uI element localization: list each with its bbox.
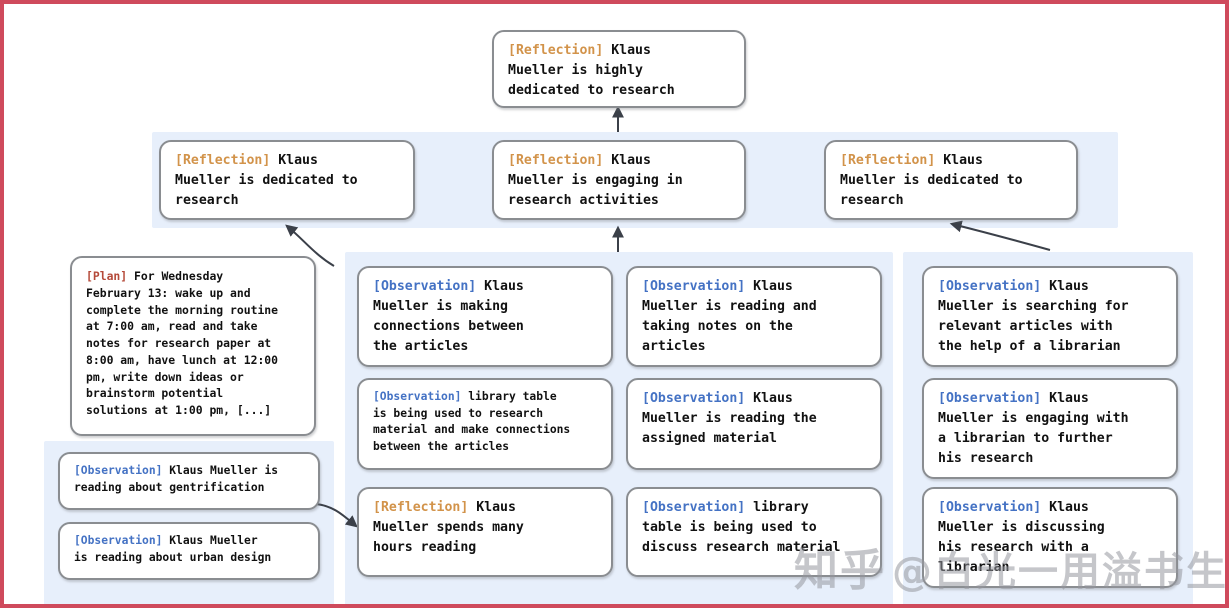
node-observation-discuss-material[interactable]: [Observation] library table is being use… — [626, 487, 882, 577]
node-text: Klaus Mueller is reading and taking note… — [642, 279, 817, 355]
node-observation-urban-design[interactable]: [Observation] Klaus Mueller is reading a… — [58, 522, 320, 580]
node-tag: [Observation] — [938, 279, 1042, 294]
node-text: Klaus Mueller is making connections betw… — [373, 279, 524, 355]
node-text: Klaus Mueller is discussing his research… — [938, 500, 1105, 576]
node-text: Klaus Mueller is reading about urban des… — [74, 534, 272, 564]
node-observation-assigned-material[interactable]: [Observation] Klaus Mueller is reading t… — [626, 378, 882, 470]
node-reflection-center[interactable]: [Reflection] Klaus Mueller is engaging i… — [492, 140, 746, 220]
node-observation-discussing-research[interactable]: [Observation] Klaus Mueller is discussin… — [922, 487, 1178, 588]
node-text: For Wednesday February 13: wake up and c… — [86, 269, 279, 418]
node-text: Klaus Mueller is reading about gentrific… — [74, 464, 279, 494]
node-tag: [Observation] — [373, 279, 477, 294]
node-tag: [Observation] — [373, 390, 462, 403]
node-tag: [Plan] — [86, 269, 128, 283]
node-tag: [Reflection] — [508, 43, 604, 58]
node-reflection-hours-reading[interactable]: [Reflection] Klaus Mueller spends many h… — [357, 487, 613, 577]
node-tag: [Observation] — [642, 500, 746, 515]
node-reflection-left[interactable]: [Reflection] Klaus Mueller is dedicated … — [159, 140, 415, 220]
node-tag: [Observation] — [642, 391, 746, 406]
node-plan[interactable]: [Plan] For Wednesday February 13: wake u… — [70, 256, 316, 436]
node-observation-gentrification[interactable]: [Observation] Klaus Mueller is reading a… — [58, 452, 320, 510]
watermark: 知乎@白光一用溢书生 — [794, 534, 1228, 598]
node-observation-connections[interactable]: [Observation] Klaus Mueller is making co… — [357, 266, 613, 367]
node-tag: [Reflection] — [175, 153, 271, 168]
node-text: Klaus Mueller spends many hours reading — [373, 500, 524, 556]
node-observation-searching-articles[interactable]: [Observation] Klaus Mueller is searching… — [922, 266, 1178, 367]
node-tag: [Observation] — [74, 534, 163, 547]
node-observation-library-table-research[interactable]: [Observation] library table is being use… — [357, 378, 613, 470]
node-tag: [Reflection] — [508, 153, 604, 168]
node-tag: [Observation] — [74, 464, 163, 477]
node-root-reflection[interactable]: [Reflection] Klaus Mueller is highly ded… — [492, 30, 746, 108]
node-tag: [Reflection] — [373, 500, 469, 515]
watermark-logo: 知乎 — [794, 545, 886, 596]
node-text: Klaus Mueller is engaging in research ac… — [508, 153, 683, 209]
node-reflection-right[interactable]: [Reflection] Klaus Mueller is dedicated … — [824, 140, 1078, 220]
node-text: library table is being used to discuss r… — [642, 500, 841, 556]
watermark-text: @白光一用溢书生 — [892, 549, 1228, 595]
node-text: Klaus Mueller is searching for relevant … — [938, 279, 1129, 355]
node-observation-engaging-librarian[interactable]: [Observation] Klaus Mueller is engaging … — [922, 378, 1178, 479]
node-text: Klaus Mueller is engaging with a librari… — [938, 391, 1129, 467]
node-tag: [Observation] — [642, 279, 746, 294]
node-text: library table is being used to research … — [373, 390, 571, 454]
node-tag: [Observation] — [938, 391, 1042, 406]
node-text: Klaus Mueller is dedicated to research — [175, 153, 358, 209]
node-text: Klaus Mueller is reading the assigned ma… — [642, 391, 817, 447]
node-observation-taking-notes[interactable]: [Observation] Klaus Mueller is reading a… — [626, 266, 882, 367]
node-tag: [Observation] — [938, 500, 1042, 515]
node-tag: [Reflection] — [840, 153, 936, 168]
node-text: Klaus Mueller is highly dedicated to res… — [508, 43, 675, 99]
node-text: Klaus Mueller is dedicated to research — [840, 153, 1023, 209]
